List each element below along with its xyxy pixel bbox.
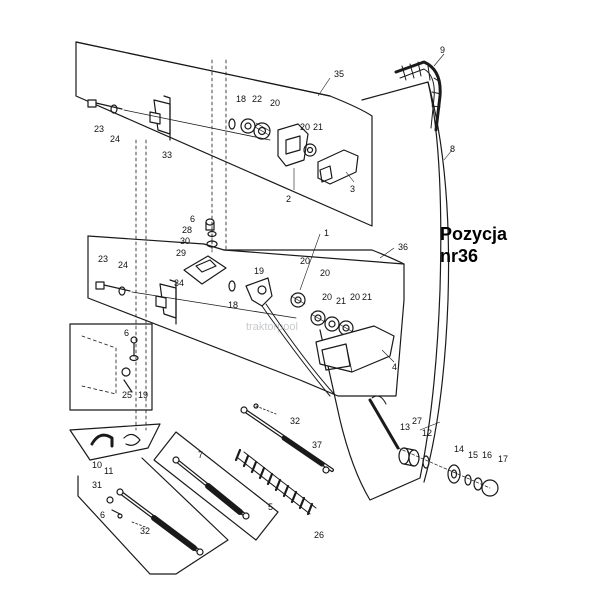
part-label-24-upper: 24	[110, 134, 120, 144]
part-label-6-side: 6	[124, 328, 129, 338]
strut-box-outer	[77, 457, 229, 575]
part-label-11: 11	[104, 466, 113, 476]
part-label-21-upper: 21	[313, 122, 323, 132]
part-label-20-lower-a: 20	[300, 256, 310, 266]
part-label-28: 28	[182, 225, 192, 235]
part-label-19-lower: 19	[254, 266, 264, 276]
side-detail-panel	[69, 323, 153, 411]
part-label-25: 25	[122, 390, 132, 400]
part-label-13: 13	[400, 422, 410, 432]
part-label-31: 31	[92, 480, 102, 490]
part-label-4: 4	[392, 362, 397, 372]
part-label-10: 10	[92, 460, 102, 470]
part-label-21-lower-a: 21	[336, 296, 346, 306]
part-label-23-lower: 23	[98, 254, 108, 264]
part-label-26: 26	[314, 530, 324, 540]
lower-box-outline	[87, 235, 405, 397]
upper-washers	[228, 118, 271, 140]
lower-lever	[228, 277, 335, 397]
part-label-12: 12	[422, 428, 432, 438]
part-label-9: 9	[440, 45, 445, 55]
part-label-32-lower: 32	[140, 526, 150, 536]
door-glass-edge	[423, 81, 450, 483]
part-label-3: 3	[350, 184, 355, 194]
part-label-32-right: 32	[290, 416, 300, 426]
upper-lock-body	[277, 123, 317, 167]
part-label-8: 8	[450, 144, 455, 154]
part-label-20-lower-b: 20	[320, 268, 330, 278]
part-label-23-upper: 23	[94, 124, 104, 134]
door-glass-panel	[319, 81, 442, 501]
side-detail-inner	[81, 335, 117, 395]
lower-bolt	[95, 281, 131, 296]
upper-box-top-edge	[75, 41, 331, 97]
part-label-20-upper: 20	[270, 98, 280, 108]
gas-strut-inner	[172, 456, 250, 520]
upper-handle	[317, 149, 359, 185]
part-label-16: 16	[482, 450, 492, 460]
part-label-21-lower-b: 21	[362, 292, 372, 302]
part-label-6-middle: 6	[190, 214, 195, 224]
part-label-20-lower-c: 20	[322, 292, 332, 302]
part-label-20-lower-d: 20	[350, 292, 360, 302]
part-label-34: 34	[174, 278, 184, 288]
hinge-axis-line	[397, 447, 491, 489]
clip-11	[123, 433, 141, 446]
upper-hinge-bracket	[149, 95, 171, 141]
part-label-19-side: 19	[138, 390, 148, 400]
lower-handle	[315, 325, 395, 373]
pivot-arm	[368, 395, 400, 450]
part-label-2: 2	[286, 194, 291, 204]
middle-plate	[183, 255, 227, 285]
rubber-seal	[394, 60, 442, 132]
caption-line-2: nr36	[440, 246, 478, 266]
part-label-6-lower: 6	[100, 510, 105, 520]
part-label-18-upper: 18	[236, 94, 246, 104]
part-label-29: 29	[176, 248, 186, 258]
lower-box-fasteners	[106, 496, 149, 529]
strut-box-inner	[153, 431, 279, 541]
caption-line-1: Pozycja	[440, 224, 508, 244]
part-label-36: 36	[398, 242, 408, 252]
side-detail-fastener	[121, 336, 139, 393]
part-label-18-lower: 18	[228, 300, 238, 310]
part-label-37: 37	[312, 440, 322, 450]
pin-32-right	[253, 403, 277, 415]
part-label-27: 27	[412, 416, 422, 426]
lower-axis-line	[131, 291, 297, 319]
clip-10	[90, 433, 114, 448]
lower-washers	[290, 292, 354, 336]
lower-box-inner	[223, 249, 405, 265]
part-label-22: 22	[252, 94, 262, 104]
watermark-text: traktorpool	[246, 321, 298, 333]
part-label-1: 1	[324, 228, 329, 238]
part-label-20-upper-b: 20	[300, 122, 310, 132]
upper-box-outline	[75, 41, 373, 227]
gas-strut-right	[240, 406, 334, 474]
part-label-33: 33	[162, 150, 172, 160]
part-label-15: 15	[468, 450, 478, 460]
left-lower-box	[69, 423, 161, 461]
gas-strut-lower	[116, 488, 204, 556]
middle-fastener-stack	[205, 218, 218, 253]
upper-axis-line	[123, 109, 271, 141]
part-label-30: 30	[180, 236, 190, 246]
lower-box-top-edge	[87, 235, 205, 245]
part-label-35: 35	[334, 69, 344, 79]
upper-bolt	[87, 99, 123, 114]
part-label-24-lower: 24	[118, 260, 128, 270]
part-label-17: 17	[498, 454, 508, 464]
lower-hinge-bracket	[155, 279, 177, 325]
bellows-boot	[234, 448, 317, 516]
part-label-5: 5	[268, 502, 273, 512]
part-label-14: 14	[454, 444, 464, 454]
part-label-7: 7	[198, 450, 203, 460]
